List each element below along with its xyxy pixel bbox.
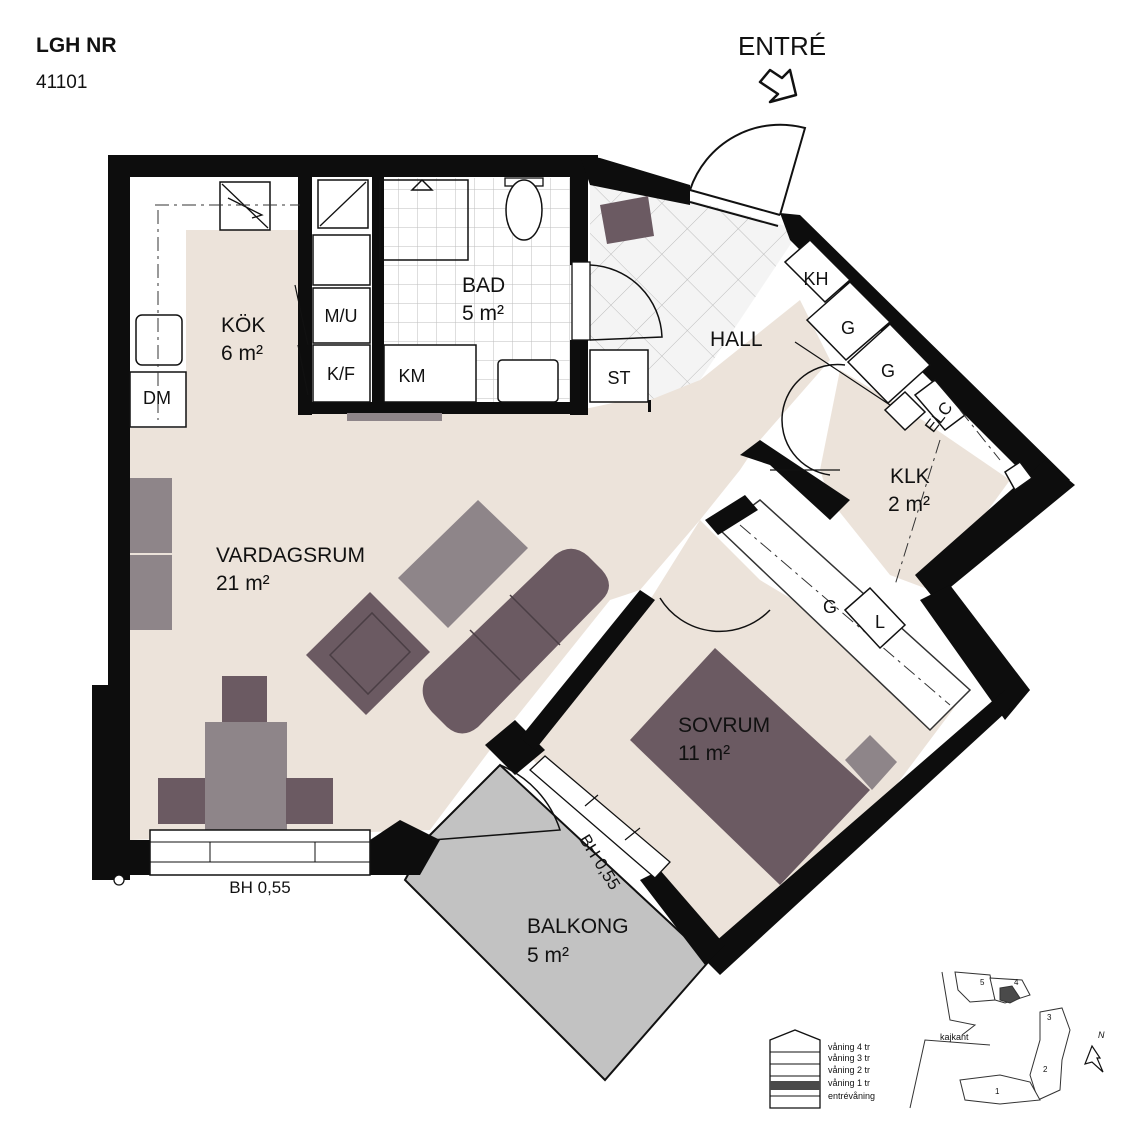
hall-bench — [600, 196, 654, 244]
site-highlight — [999, 985, 1021, 1004]
room-area-sovrum: 11 m² — [678, 742, 730, 765]
room-area-bad: 5 m² — [462, 302, 504, 325]
bed — [630, 648, 870, 885]
site-numbers: 5 4 3 2 1 — [980, 978, 1052, 1096]
floor-label-1: våning 3 tr — [828, 1053, 870, 1063]
nightstand — [845, 735, 897, 790]
washbasin — [497, 359, 559, 403]
building-number-3: 3 — [1047, 1013, 1052, 1022]
floor-label-2: våning 2 tr — [828, 1065, 870, 1075]
walls — [92, 155, 1075, 975]
balcony-window — [529, 755, 671, 879]
entrance-door[interactable] — [689, 123, 807, 227]
g-cabinet-1 — [805, 280, 892, 362]
north-label: N — [1098, 1030, 1105, 1040]
building-number-1: 1 — [995, 1087, 1000, 1096]
building-number-2: 2 — [1043, 1065, 1048, 1074]
balcony-door — [429, 764, 562, 841]
room-area-klk: 2 m² — [888, 493, 930, 516]
floor-label-3: våning 1 tr — [828, 1078, 870, 1088]
bedroom-furniture — [630, 648, 897, 885]
living-window-label: BH 0,55 — [229, 878, 290, 897]
floor-legend: våning 4 tr våning 3 tr våning 2 tr våni… — [769, 1029, 875, 1109]
site-label: kajkant — [940, 1032, 969, 1042]
site-map — [909, 971, 1071, 1109]
shower-drain-icon — [410, 178, 434, 191]
wardrobe-l-label: L — [875, 612, 885, 632]
kh-label: KH — [803, 269, 828, 289]
fridge-freezer — [312, 344, 371, 403]
microwave-cabinet — [312, 287, 371, 344]
building-number-4: 4 — [1014, 978, 1019, 987]
floor-label-4: entrévåning — [828, 1091, 875, 1101]
room-area-vardagsrum: 21 m² — [216, 572, 270, 595]
highlighted-floor-bar — [770, 1081, 820, 1090]
g-label-2: G — [881, 361, 895, 381]
room-name-balkong: BALKONG — [527, 915, 629, 938]
room-name-sovrum: SOVRUM — [678, 714, 770, 737]
bedroom-door — [659, 597, 771, 633]
living-window — [149, 829, 371, 876]
chair-left — [158, 778, 205, 824]
kitchen — [129, 179, 477, 428]
coffee-table — [398, 500, 528, 628]
km-label: KM — [399, 366, 426, 386]
bathroom — [379, 177, 663, 403]
mu-label: M/U — [325, 306, 358, 326]
st-label: ST — [607, 368, 630, 388]
chair-right — [286, 778, 333, 824]
floor-label-0: våning 4 tr — [828, 1042, 870, 1052]
washing-machine — [383, 344, 477, 403]
room-labels: KÖK 6 m² BAD 5 m² HALL KLK 2 m² VARDAGSR… — [216, 274, 930, 967]
g-cabinet-2 — [846, 322, 932, 405]
kh-cabinet — [783, 238, 852, 304]
apartment-number: 41101 — [36, 72, 87, 93]
g-label-1: G — [841, 318, 855, 338]
kf-label: K/F — [327, 364, 355, 384]
dining-table — [205, 722, 287, 832]
room-name-kok: KÖK — [221, 314, 265, 337]
electric-cabinet — [913, 378, 967, 432]
hall — [589, 196, 1034, 586]
sofa — [422, 548, 609, 734]
shower — [379, 179, 469, 261]
north-arrow-icon — [1084, 1044, 1104, 1073]
building-number-5: 5 — [980, 978, 985, 987]
dm-label: DM — [143, 388, 171, 408]
wardrobe-g-label: G — [823, 597, 837, 617]
armchair — [306, 592, 430, 715]
klk-door — [781, 363, 846, 476]
entrance-arrow-icon — [758, 68, 798, 104]
room-name-vardagsrum: VARDAGSRUM — [216, 544, 365, 567]
room-name-bad: BAD — [462, 274, 505, 297]
sink — [135, 314, 183, 366]
room-name-klk: KLK — [890, 465, 930, 488]
apartment-title: LGH NR — [36, 34, 117, 57]
chair-top — [222, 676, 267, 722]
storage-st — [589, 349, 649, 403]
room-name-hall: HALL — [710, 328, 763, 351]
living-furniture — [130, 478, 609, 832]
toilet — [505, 179, 543, 241]
corner-marker-icon — [113, 874, 125, 886]
room-area-kok: 6 m² — [221, 342, 263, 365]
room-area-balkong: 5 m² — [527, 944, 569, 967]
entrance-label: ENTRÉ — [738, 31, 826, 61]
